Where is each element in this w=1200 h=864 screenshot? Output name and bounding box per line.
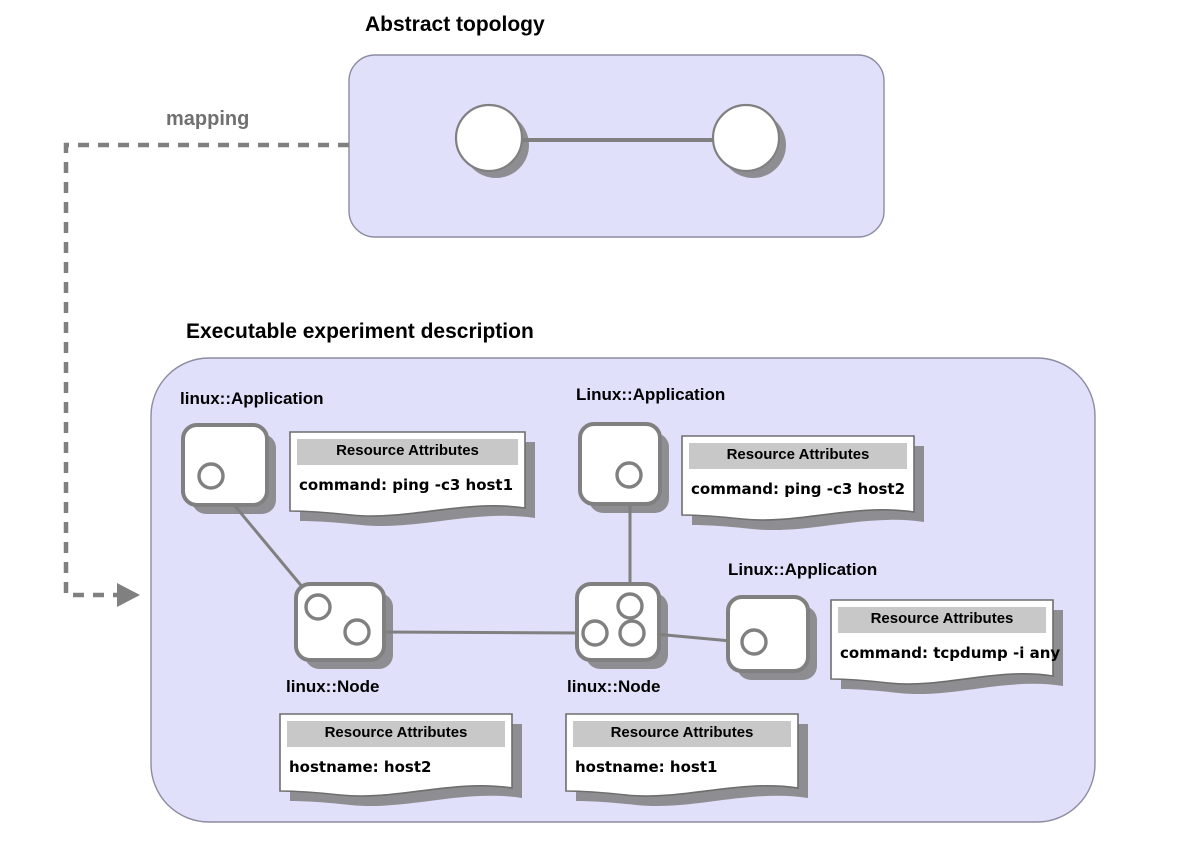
executable-experiment-title: Executable experiment description <box>186 320 534 343</box>
topology-node-right[interactable] <box>711 103 781 173</box>
app-3-stereotype-label: Linux::Application <box>728 560 878 579</box>
app-2-stereotype-label: Linux::Application <box>576 385 726 404</box>
link-node1-to-node2 <box>368 630 584 635</box>
node-2-port-2-icon[interactable] <box>581 619 609 647</box>
node-2-port-3-icon[interactable] <box>618 619 646 647</box>
node-2-note-body-label: hostname: host1 <box>575 758 718 776</box>
app-1-note-header-label: Resource Attributes <box>336 442 479 459</box>
node-1-stereotype-label: linux::Node <box>286 677 380 696</box>
app-2-shape-group <box>578 422 669 513</box>
abstract-topology-panel <box>348 54 885 238</box>
app-3-port-1-icon[interactable] <box>740 628 768 656</box>
topology-node-left[interactable] <box>454 103 524 173</box>
mapping-dashed-connector <box>63 142 349 598</box>
app-1-box[interactable] <box>181 423 269 507</box>
app-1-note-header-band <box>297 439 518 465</box>
abstract-topology-title: Abstract topology <box>365 13 545 36</box>
app-1-port-1-icon[interactable] <box>197 462 225 490</box>
node-2-port-1-icon[interactable] <box>616 592 644 620</box>
node-2-note-header-band <box>573 721 791 747</box>
node-1-shape-group <box>294 582 393 669</box>
app-3-note-group <box>830 599 1063 695</box>
app-2-note-body-label: command: ping -c3 host2 <box>691 480 906 498</box>
app-1-shape-group <box>181 423 276 514</box>
app-1-stereotype-label: linux::Application <box>180 389 324 408</box>
node-1-port-2-icon[interactable] <box>343 618 371 646</box>
node-2-note-header-label: Resource Attributes <box>610 724 754 741</box>
node-1-note-header-band <box>287 721 505 747</box>
app-1-note-body-label: command: ping -c3 host1 <box>299 476 514 494</box>
node-1-note-body-label: hostname: host2 <box>289 758 432 776</box>
mapping-arrowhead-icon <box>117 583 140 607</box>
node-1-box[interactable] <box>294 582 386 662</box>
node-1-note-header-label: Resource Attributes <box>324 724 468 741</box>
app-3-shape-group <box>726 595 817 680</box>
node-2-note-group <box>565 713 808 807</box>
app-2-note-group <box>681 435 924 531</box>
app-2-note-header-label: Resource Attributes <box>726 446 870 463</box>
app-1-note-group <box>289 431 535 527</box>
app-3-note-header-label: Resource Attributes <box>870 610 1014 627</box>
app-3-note-body-label: command: tcpdump -i any <box>840 644 1061 662</box>
app-2-box[interactable] <box>578 422 662 506</box>
node-2-stereotype-label: linux::Node <box>567 677 661 696</box>
app-2-port-1-icon[interactable] <box>615 461 643 489</box>
node-1-note-group <box>279 713 522 807</box>
app-3-note-header-band <box>838 607 1046 633</box>
node-2-shape-group <box>575 582 668 669</box>
app-2-note-header-band <box>689 443 907 469</box>
app-3-box[interactable] <box>726 595 810 673</box>
node-1-port-1-icon[interactable] <box>304 593 332 621</box>
mapping-label: mapping <box>166 108 250 130</box>
